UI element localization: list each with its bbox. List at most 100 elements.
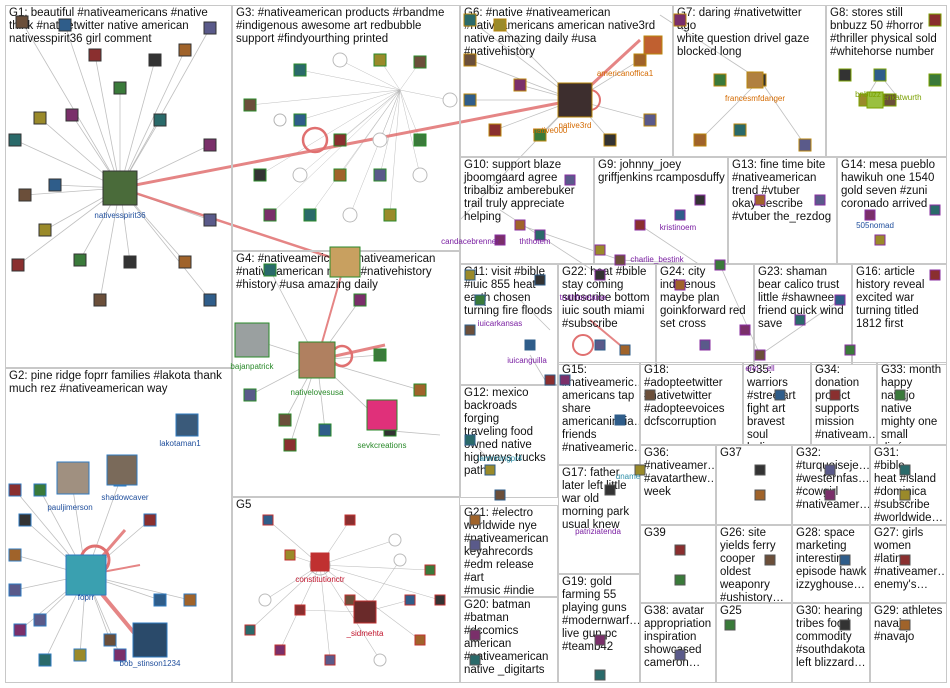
node-avatar[interactable] — [674, 574, 686, 586]
node-avatar[interactable] — [8, 548, 22, 562]
node-avatar[interactable] — [464, 324, 476, 336]
node-avatar[interactable] — [829, 389, 841, 401]
node-avatar[interactable] — [8, 583, 22, 597]
node-avatar[interactable] — [824, 464, 836, 476]
node-avatar[interactable] — [243, 98, 257, 112]
node-avatar[interactable] — [203, 293, 217, 307]
node-avatar[interactable] — [673, 13, 687, 27]
node-avatar[interactable] — [318, 423, 332, 437]
node-avatar[interactable] — [178, 255, 192, 269]
node-placeholder[interactable] — [372, 132, 388, 148]
node-avatar[interactable] — [278, 413, 292, 427]
node-placeholder[interactable] — [258, 593, 272, 607]
node-avatar[interactable] — [634, 219, 646, 231]
node-avatar[interactable] — [73, 648, 87, 662]
node-avatar[interactable] — [674, 279, 686, 291]
node-avatar[interactable] — [524, 339, 536, 351]
node-avatar[interactable] — [274, 644, 286, 656]
node-avatar[interactable] — [603, 133, 617, 147]
node-avatar[interactable] — [8, 133, 22, 147]
node-avatar[interactable] — [619, 344, 631, 356]
node-avatar[interactable] — [329, 246, 361, 278]
node-avatar[interactable] — [38, 223, 52, 237]
node-avatar[interactable] — [344, 514, 356, 526]
node-avatar[interactable] — [864, 209, 876, 221]
node-avatar[interactable] — [469, 654, 481, 666]
node-placeholder[interactable] — [373, 653, 387, 667]
node-avatar[interactable] — [18, 188, 32, 202]
node-avatar[interactable] — [153, 113, 167, 127]
node-avatar[interactable] — [413, 133, 427, 147]
node-placeholder[interactable] — [292, 167, 308, 183]
node-avatar[interactable] — [148, 53, 162, 67]
node-avatar[interactable] — [839, 619, 851, 631]
node-avatar[interactable] — [293, 113, 307, 127]
node-avatar-pauljimerson[interactable] — [56, 461, 90, 495]
node-avatar[interactable] — [488, 123, 502, 137]
node-avatar[interactable] — [559, 374, 571, 386]
node-avatar[interactable] — [824, 489, 836, 501]
node-avatar[interactable] — [839, 554, 851, 566]
node-avatar[interactable] — [614, 254, 626, 266]
node-avatar[interactable] — [494, 234, 506, 246]
node-avatar[interactable] — [928, 13, 942, 27]
node-avatar[interactable] — [594, 269, 606, 281]
node-placeholder[interactable] — [332, 52, 348, 68]
node-avatar[interactable] — [203, 21, 217, 35]
node-avatar[interactable] — [794, 314, 806, 326]
node-placeholder[interactable] — [442, 92, 458, 108]
node-avatar[interactable] — [123, 255, 137, 269]
node-avatar[interactable] — [929, 269, 941, 281]
node-avatar[interactable] — [153, 593, 167, 607]
node-avatar[interactable] — [464, 269, 476, 281]
node-avatar[interactable] — [484, 464, 496, 476]
node-avatar[interactable] — [294, 604, 306, 616]
node-avatar[interactable] — [874, 234, 886, 246]
node-avatar[interactable] — [434, 594, 446, 606]
node-avatar[interactable] — [463, 93, 477, 107]
node-avatar[interactable] — [474, 294, 486, 306]
node-avatar-sidmehta[interactable] — [353, 600, 377, 624]
node-avatar[interactable] — [514, 219, 526, 231]
node-avatar[interactable] — [899, 619, 911, 631]
node-avatar[interactable] — [604, 484, 616, 496]
node-avatar[interactable] — [203, 213, 217, 227]
node-placeholder[interactable] — [342, 207, 358, 223]
node-avatar-constitutionctr[interactable] — [310, 552, 330, 572]
node-avatar[interactable] — [243, 388, 257, 402]
node-avatar[interactable] — [18, 513, 32, 527]
node-avatar[interactable] — [739, 324, 751, 336]
node-avatar-lakotaman1[interactable] — [175, 413, 199, 437]
node-avatar[interactable] — [714, 259, 726, 271]
node-avatar[interactable] — [333, 168, 347, 182]
node-avatar[interactable] — [693, 133, 707, 147]
node-avatar[interactable] — [469, 539, 481, 551]
node-avatar[interactable] — [834, 294, 846, 306]
node-avatar[interactable] — [263, 263, 277, 277]
node-placeholder[interactable] — [388, 533, 402, 547]
node-avatar[interactable] — [113, 81, 127, 95]
node-avatar[interactable] — [534, 229, 546, 241]
node-avatar[interactable] — [33, 483, 47, 497]
node-avatar[interactable] — [262, 514, 274, 526]
node-avatar[interactable] — [594, 634, 606, 646]
node-avatar[interactable] — [253, 168, 267, 182]
node-avatar-americanoffica1[interactable] — [643, 35, 663, 55]
node-avatar-francesmfdanger[interactable] — [746, 71, 764, 89]
node-avatar[interactable] — [894, 389, 906, 401]
node-avatar[interactable] — [48, 178, 62, 192]
node-avatar[interactable] — [178, 43, 192, 57]
node-avatar[interactable] — [463, 13, 477, 27]
node-avatar[interactable] — [284, 549, 296, 561]
node-avatar[interactable] — [283, 438, 297, 452]
node-avatar[interactable] — [244, 624, 256, 636]
node-avatar[interactable] — [614, 414, 626, 426]
node-avatar[interactable] — [694, 194, 706, 206]
node-avatar[interactable] — [754, 194, 766, 206]
node-avatar[interactable] — [594, 339, 606, 351]
node-avatar[interactable] — [11, 258, 25, 272]
node-avatar[interactable] — [674, 209, 686, 221]
node-placeholder[interactable] — [412, 167, 428, 183]
node-avatar[interactable] — [724, 619, 736, 631]
hub-avatar-native3rd[interactable] — [557, 82, 593, 118]
